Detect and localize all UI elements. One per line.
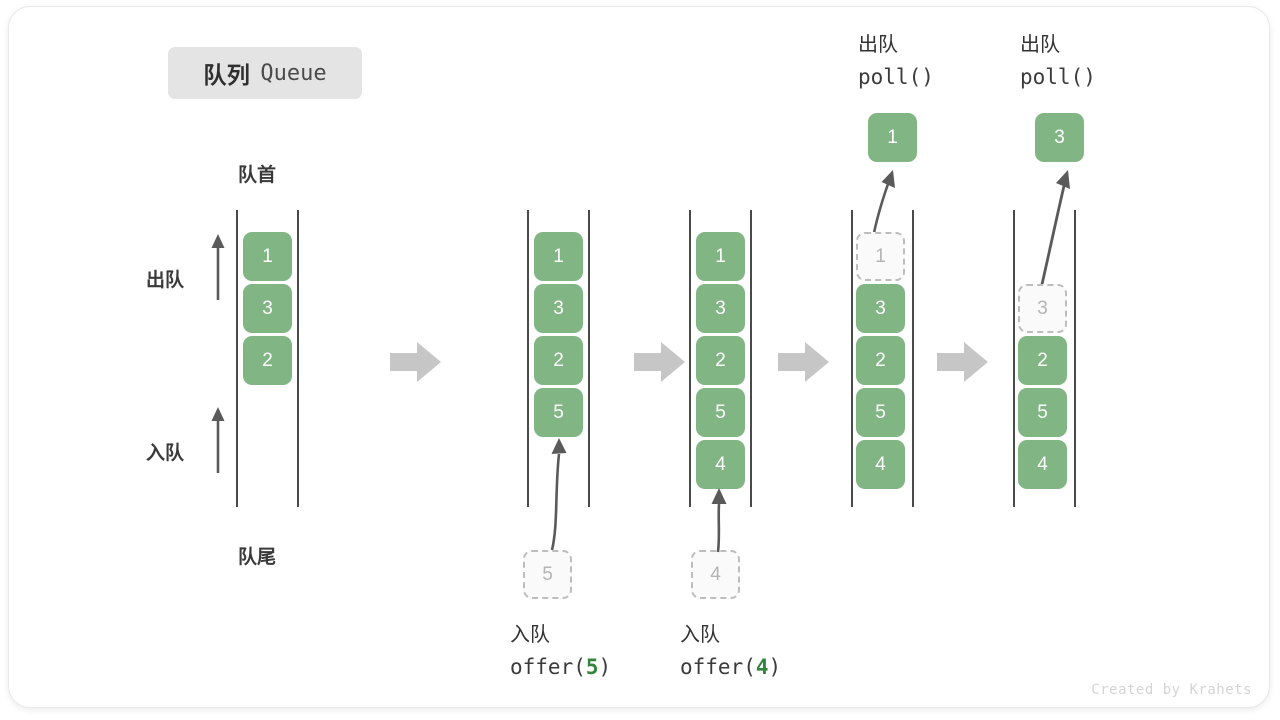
queue-element: 2 xyxy=(534,336,583,385)
queue-element: 3 xyxy=(856,284,905,333)
label-enqueue: 入队 xyxy=(146,443,185,464)
queue-rail-right-col1 xyxy=(297,210,299,507)
queue-element: 2 xyxy=(856,336,905,385)
caption-poll-3: 出队 poll() xyxy=(1020,30,1096,94)
caption-offer-4-line1: 入队 xyxy=(680,624,720,646)
label-queue-rear: 队尾 xyxy=(238,547,277,568)
queue-rail-left-col3 xyxy=(689,210,691,507)
queue-element: 1 xyxy=(696,232,745,281)
caption-poll-1-line1: 出队 xyxy=(858,34,898,56)
queue-element: 5 xyxy=(1018,388,1067,437)
caption-poll-3-line1: 出队 xyxy=(1020,34,1060,56)
step-arrow-icon xyxy=(937,342,988,382)
queue-rail-left-col4 xyxy=(851,210,853,507)
caption-offer-4: 入队 offer(4) xyxy=(680,620,781,684)
label-dequeue: 出队 xyxy=(146,270,185,291)
queue-element: 2 xyxy=(696,336,745,385)
incoming-element-ghost: 4 xyxy=(691,550,740,599)
queue-element: 3 xyxy=(243,284,292,333)
queue-element: 2 xyxy=(243,336,292,385)
queue-element-removed: 3 xyxy=(1018,284,1067,333)
queue-rail-left-col2 xyxy=(527,210,529,507)
caption-poll-3-line2: poll() xyxy=(1020,65,1096,89)
step-arrow-icon xyxy=(390,342,441,382)
queue-rail-right-col4 xyxy=(912,210,914,507)
step-arrow-icon xyxy=(778,342,829,382)
caption-offer-4-line2: offer(4) xyxy=(680,655,782,679)
label-queue-front: 队首 xyxy=(238,165,277,186)
queue-rail-left-col5 xyxy=(1013,210,1015,507)
title-badge: 队列 Queue xyxy=(168,47,362,99)
dequeue-direction-arrow-icon xyxy=(211,234,225,300)
queue-rail-right-col2 xyxy=(588,210,590,507)
queue-element: 5 xyxy=(696,388,745,437)
queue-element: 1 xyxy=(534,232,583,281)
enqueue-curve-arrow-icon xyxy=(550,438,567,551)
queue-element: 3 xyxy=(534,284,583,333)
enqueue-curve-arrow-icon xyxy=(711,488,727,553)
queue-element: 2 xyxy=(1018,336,1067,385)
title-badge-en: Queue xyxy=(260,60,327,86)
enqueue-direction-arrow-icon xyxy=(211,407,225,473)
queue-element: 3 xyxy=(696,284,745,333)
queue-element: 4 xyxy=(696,440,745,489)
credit-text: Created by Krahets xyxy=(1091,682,1252,698)
caption-offer-5-line2: offer(5) xyxy=(510,655,612,679)
queue-element: 4 xyxy=(1018,440,1067,489)
queue-element: 1 xyxy=(243,232,292,281)
incoming-element-ghost: 5 xyxy=(523,550,572,599)
popped-element: 3 xyxy=(1035,113,1084,162)
queue-element-removed: 1 xyxy=(856,232,905,281)
queue-rail-left-col1 xyxy=(236,210,238,507)
queue-element: 5 xyxy=(534,388,583,437)
popped-element: 1 xyxy=(868,113,917,162)
caption-poll-1: 出队 poll() xyxy=(858,30,934,94)
step-arrow-icon xyxy=(634,342,685,382)
caption-offer-5: 入队 offer(5) xyxy=(510,620,611,684)
caption-poll-1-line2: poll() xyxy=(858,65,934,89)
queue-element: 4 xyxy=(856,440,905,489)
queue-element: 5 xyxy=(856,388,905,437)
title-badge-cn: 队列 xyxy=(203,62,251,88)
queue-rail-right-col3 xyxy=(750,210,752,507)
queue-rail-right-col5 xyxy=(1074,210,1076,507)
caption-offer-5-line1: 入队 xyxy=(510,624,550,646)
